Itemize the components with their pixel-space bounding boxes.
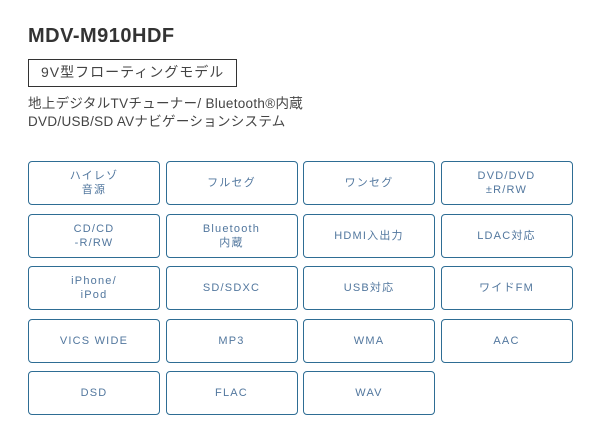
- feature-badge-label: ±R/RW: [485, 184, 528, 196]
- feature-badge-sd-sdxc: SD/SDXC: [165, 266, 298, 310]
- feature-badge-usb: USB対応: [303, 266, 435, 310]
- feature-badge-wav: WAV: [303, 371, 435, 415]
- feature-badge-label: Bluetooth: [202, 222, 261, 235]
- feature-badge-label: 内蔵: [219, 236, 244, 249]
- feature-badge-iphone-ipod: iPhone/iPod: [28, 266, 160, 310]
- feature-badge-label: DSD: [80, 387, 108, 399]
- feature-badge-label: -R/RW: [74, 236, 114, 249]
- product-description: 地上デジタルTVチューナー/ Bluetooth®内蔵 DVD/USB/SD A…: [28, 95, 573, 131]
- feature-badge-label: フルセグ: [207, 177, 256, 189]
- feature-badge-one-seg: ワンセグ: [303, 161, 435, 205]
- feature-badge-hdmi-io: HDMI入出力: [303, 213, 435, 258]
- feature-badge-label: 音源: [81, 184, 107, 196]
- feature-badge-vics-wide: VICS WIDE: [28, 318, 160, 363]
- feature-badge-label: ワンセグ: [344, 177, 394, 189]
- feature-badge-label: WMA: [353, 334, 385, 347]
- feature-badge-label: iPhone/: [71, 275, 117, 287]
- feature-badge-dsd: DSD: [28, 371, 160, 415]
- feature-badge-cd-r-rw: CD/CD-R/RW: [28, 213, 160, 258]
- feature-badge-label: ハイレゾ: [69, 170, 119, 182]
- feature-badge-label: ワイドFM: [479, 282, 534, 294]
- product-model-title: MDV-M910HDF: [28, 25, 175, 47]
- feature-badge-label: LDAC対応: [477, 229, 536, 242]
- feature-badge-label: SD/SDXC: [202, 282, 261, 294]
- feature-badge-label: AAC: [493, 334, 520, 347]
- feature-badge-ldac: LDAC対応: [440, 213, 573, 258]
- feature-badge-mp3: MP3: [165, 318, 298, 363]
- feature-badge-label: VICS WIDE: [59, 334, 129, 347]
- feature-badge-hi-res-audio: ハイレゾ音源: [28, 161, 160, 205]
- feature-badge-flac: FLAC: [165, 371, 298, 415]
- feature-badge-dvd-plusminus-r-rw: DVD/DVD ±R/RW: [440, 161, 573, 205]
- feature-badge-label: CD/CD: [73, 222, 115, 235]
- feature-badge-aac: AAC: [440, 318, 573, 363]
- model-type-badge: 9V型フローティングモデル: [28, 59, 238, 87]
- feature-badge-wide-fm: ワイドFM: [440, 266, 573, 310]
- product-description-line-1: 地上デジタルTVチューナー/ Bluetooth®内蔵: [28, 96, 304, 111]
- product-description-line-2: DVD/USB/SD AVナビゲーションシステム: [28, 114, 286, 129]
- feature-badge-label: HDMI入出力: [334, 229, 404, 242]
- feature-badge-label: WAV: [355, 387, 383, 399]
- feature-badge-label: MP3: [218, 334, 245, 347]
- feature-badge-label: FLAC: [215, 387, 248, 399]
- feature-badge-full-seg: フルセグ: [165, 161, 298, 205]
- feature-badge-label: DVD/DVD: [477, 170, 536, 182]
- feature-badge-label: iPod: [80, 289, 108, 301]
- feature-badge-wma: WMA: [303, 318, 435, 363]
- feature-badge-label: USB対応: [343, 282, 395, 294]
- product-spec-page: MDV-M910HDF 9V型フローティングモデル 地上デジタルTVチューナー/…: [28, 25, 573, 415]
